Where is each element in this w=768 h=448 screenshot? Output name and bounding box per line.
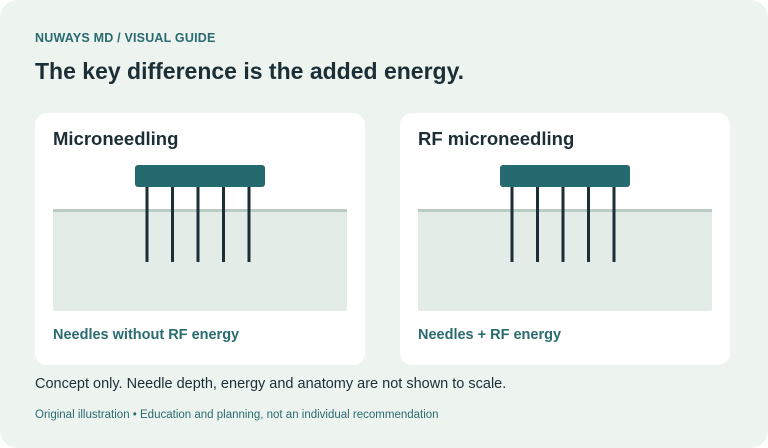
rf-microneedling-illustration	[418, 165, 712, 311]
footer-credit: Original illustration • Education and pl…	[35, 409, 439, 421]
card-title: Microneedling	[53, 128, 179, 149]
card-microneedling: Microneedling Needles without RF energy	[35, 113, 365, 365]
card-title: RF microneedling	[418, 128, 575, 149]
skin-layer	[53, 210, 347, 311]
needle-group	[145, 185, 251, 262]
skin-layer	[418, 210, 712, 311]
card-rf-microneedling: RF microneedling Needles + RF energy	[400, 113, 730, 365]
page-title: The key difference is the added energy.	[35, 58, 465, 84]
skin-surface-line	[418, 209, 712, 212]
needle-group	[510, 185, 616, 262]
eyebrow-label: NUWAYS MD / VISUAL GUIDE	[35, 31, 216, 45]
microneedling-illustration	[53, 165, 347, 311]
needle-device-head	[135, 165, 265, 187]
disclaimer-note: Concept only. Needle depth, energy and a…	[35, 376, 507, 392]
card-caption: Needles + RF energy	[418, 327, 562, 343]
card-caption: Needles without RF energy	[53, 327, 240, 343]
skin-surface-line	[53, 209, 347, 212]
needle-device-head	[500, 165, 630, 187]
